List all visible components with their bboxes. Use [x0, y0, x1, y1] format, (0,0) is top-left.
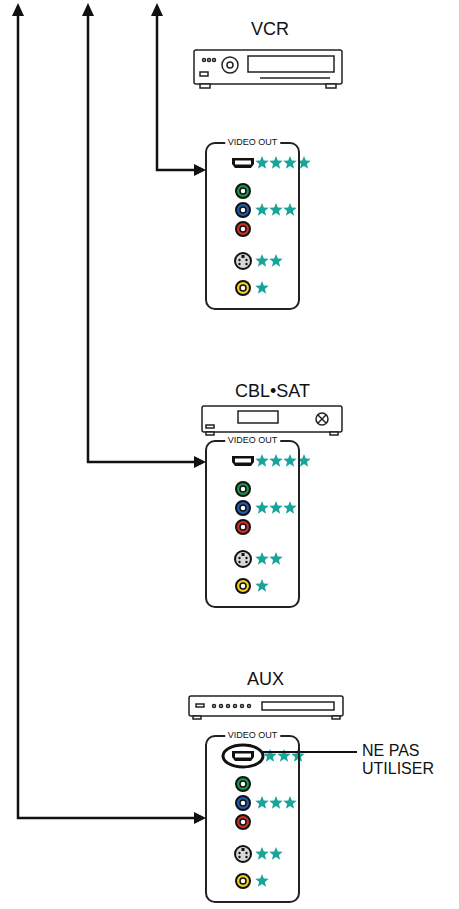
vcr-device: [194, 50, 342, 88]
svideo-pin: [245, 561, 247, 563]
rating-star: [255, 203, 268, 216]
rating-star: [255, 847, 268, 860]
svideo-pin: [245, 263, 247, 265]
hdmi-port: [232, 158, 254, 168]
hdmi-slot: [235, 754, 251, 758]
rca-jack: [236, 796, 250, 810]
rating-star: [269, 796, 282, 809]
rca-jack: [236, 874, 250, 888]
rca-jack-core: [240, 800, 246, 806]
rating-star: [263, 749, 276, 762]
rating-star: [269, 847, 282, 860]
video-out-panel: VIDEO OUT: [205, 440, 300, 608]
hdmi-port: [232, 456, 254, 466]
panel-heading: VIDEO OUT: [225, 137, 281, 148]
device-name: VCR: [251, 18, 289, 40]
rca-jack-core: [240, 505, 246, 511]
rating-star: [291, 749, 304, 762]
rating-star: [283, 454, 296, 467]
rating-star: [255, 796, 268, 809]
rca-jack-core: [240, 819, 246, 825]
svideo-pin: [238, 557, 240, 559]
rating-star: [255, 501, 268, 514]
rating-star: [255, 552, 268, 565]
rating-star: [269, 454, 282, 467]
device-name: CBL•SAT: [235, 380, 310, 402]
aux-device: [189, 696, 343, 719]
hdmi-port: [232, 751, 254, 761]
svideo-jack: [235, 846, 251, 862]
svideo-pin: [238, 856, 240, 858]
warning-mark: [223, 745, 263, 767]
svideo-jack: [235, 551, 251, 567]
rating-star: [255, 579, 268, 592]
rating-star: [269, 501, 282, 514]
rca-jack-core: [240, 486, 246, 492]
rca-jack: [236, 815, 250, 829]
rating-star: [255, 454, 268, 467]
rca-jack: [236, 184, 250, 198]
video-out-panel: VIDEO OUT: [205, 142, 300, 310]
rating-star: [255, 281, 268, 294]
rating-star: [255, 874, 268, 887]
rca-jack: [236, 777, 250, 791]
device-name: AUX: [247, 668, 284, 690]
rca-jack-core: [240, 524, 246, 530]
rca-jack: [236, 482, 250, 496]
svideo-pin: [238, 259, 240, 261]
rca-jack: [236, 222, 250, 236]
leader-line: [263, 751, 357, 753]
panel-heading: VIDEO OUT: [225, 435, 281, 446]
svideo-pin: [238, 561, 240, 563]
rca-jack: [236, 579, 250, 593]
svideo-pin: [238, 852, 240, 854]
rating-star: [277, 749, 290, 762]
rating-star: [269, 156, 282, 169]
svideo-pin: [238, 263, 240, 265]
rca-jack-core: [240, 781, 246, 787]
svideo-pin: [245, 852, 247, 854]
rca-jack-core: [240, 878, 246, 884]
hdmi-slot: [235, 161, 251, 165]
rating-star: [269, 254, 282, 267]
rca-jack: [236, 203, 250, 217]
rca-jack-core: [240, 285, 246, 291]
arrow-heads: [12, 3, 206, 824]
rca-jack: [236, 520, 250, 534]
rating-star: [283, 501, 296, 514]
rating-star: [255, 156, 268, 169]
rating-star: [269, 203, 282, 216]
svideo-jack: [235, 253, 251, 269]
svideo-key: [242, 255, 245, 258]
svideo-key: [242, 848, 245, 851]
rating-star: [283, 203, 296, 216]
rca-jack: [236, 501, 250, 515]
rca-jack-core: [240, 188, 246, 194]
rating-star: [255, 254, 268, 267]
warning-note: NE PAS UTILISER: [362, 742, 454, 778]
rca-jack-core: [240, 207, 246, 213]
rating-star: [283, 796, 296, 809]
rca-jack-core: [240, 226, 246, 232]
rca-jack-core: [240, 583, 246, 589]
rca-jack: [236, 281, 250, 295]
svideo-key: [242, 553, 245, 556]
rating-star: [269, 552, 282, 565]
svideo-pin: [245, 259, 247, 261]
signal-arrows: [18, 14, 198, 818]
panel-heading: VIDEO OUT: [225, 730, 281, 741]
svideo-pin: [245, 856, 247, 858]
svideo-pin: [245, 557, 247, 559]
hdmi-slot: [235, 459, 251, 463]
rating-star: [283, 156, 296, 169]
cbl-sat-device: [202, 406, 342, 435]
video-out-panel: VIDEO OUT: [205, 735, 300, 903]
